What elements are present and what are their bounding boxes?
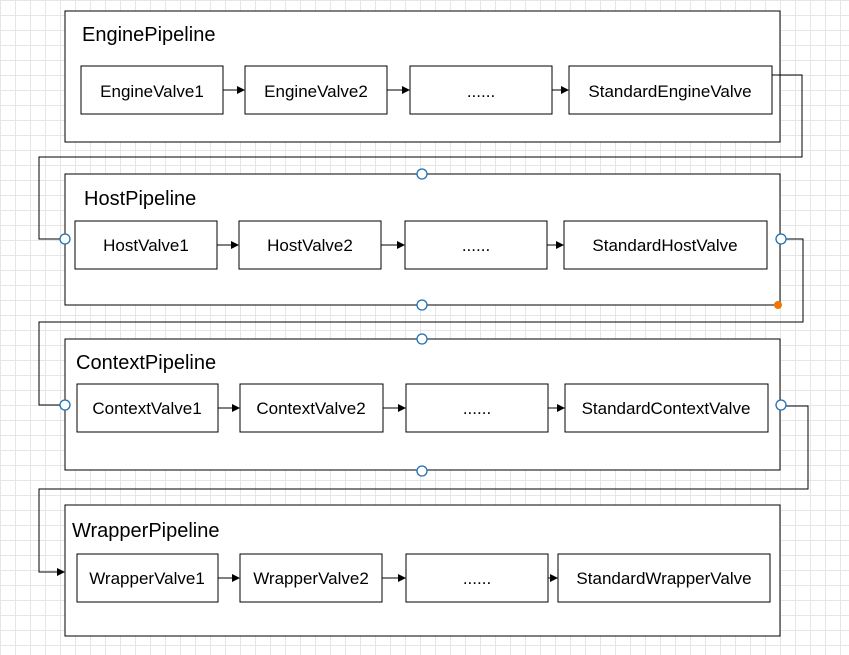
wrapper-valve-2[interactable] <box>239 553 383 603</box>
host-valve-1-label: HostValve1 <box>103 236 189 255</box>
connection-point-context-top[interactable] <box>416 333 428 345</box>
host-valve-ellipsis-label: ...... <box>462 236 490 255</box>
standard-host-valve[interactable] <box>563 220 768 270</box>
host-pipeline-title: HostPipeline <box>84 188 196 210</box>
engine-pipeline-title: EnginePipeline <box>82 24 215 46</box>
context-pipeline-title: ContextPipeline <box>76 352 216 374</box>
connection-point-context-bottom[interactable] <box>416 465 428 477</box>
connection-point-host-bottom[interactable] <box>416 299 428 311</box>
standard-context-valve[interactable] <box>564 383 769 433</box>
connector-context-to-wrapper[interactable] <box>38 405 809 576</box>
connector-engine-to-host[interactable] <box>38 74 803 240</box>
wrapper-pipeline-title: WrapperPipeline <box>72 520 220 542</box>
engine-valve-1[interactable] <box>80 65 224 115</box>
engine-valve-1-label: EngineValve1 <box>100 82 204 101</box>
connector-host-to-context[interactable] <box>38 238 804 406</box>
connection-point-context-right[interactable] <box>775 399 787 411</box>
standard-wrapper-valve[interactable] <box>557 553 771 603</box>
engine-valve-ellipsis-label: ...... <box>467 82 495 101</box>
wrapper-valve-ellipsis-label: ...... <box>463 569 491 588</box>
engine-valve-ellipsis[interactable] <box>409 65 553 115</box>
context-valve-2[interactable] <box>239 383 384 433</box>
connection-point-host-left[interactable] <box>59 233 71 245</box>
connection-point-context-left[interactable] <box>59 399 71 411</box>
connection-point-host-right[interactable] <box>775 233 787 245</box>
context-valve-ellipsis[interactable] <box>405 383 549 433</box>
wrapper-valve-2-label: WrapperValve2 <box>253 569 369 588</box>
engine-valve-2[interactable] <box>244 65 388 115</box>
engine-pipeline[interactable]: EnginePipeline EngineValve1 EngineValve2… <box>64 10 781 143</box>
context-valve-2-label: ContextValve2 <box>256 399 365 418</box>
context-valve-1-label: ContextValve1 <box>92 399 201 418</box>
context-valve-ellipsis-label: ...... <box>463 399 491 418</box>
host-valve-2-label: HostValve2 <box>267 236 353 255</box>
context-pipeline[interactable]: ContextPipeline ContextValve1 ContextVal… <box>64 338 781 471</box>
host-pipeline[interactable]: HostPipeline HostValve1 HostValve2 .....… <box>64 173 781 306</box>
context-valve-1[interactable] <box>76 383 219 433</box>
engine-valve-2-label: EngineValve2 <box>264 82 368 101</box>
wrapper-valve-1[interactable] <box>76 553 219 603</box>
selected-connection-point[interactable] <box>774 301 782 309</box>
standard-host-valve-label: StandardHostValve <box>592 236 737 255</box>
standard-engine-valve-label: StandardEngineValve <box>588 82 751 101</box>
wrapper-valve-1-label: WrapperValve1 <box>89 569 205 588</box>
connection-point-host-top[interactable] <box>416 168 428 180</box>
host-valve-ellipsis[interactable] <box>404 220 548 270</box>
standard-wrapper-valve-label: StandardWrapperValve <box>576 569 751 588</box>
standard-engine-valve[interactable] <box>568 65 773 115</box>
standard-context-valve-label: StandardContextValve <box>582 399 751 418</box>
wrapper-pipeline[interactable]: WrapperPipeline WrapperValve1 WrapperVal… <box>64 504 781 637</box>
